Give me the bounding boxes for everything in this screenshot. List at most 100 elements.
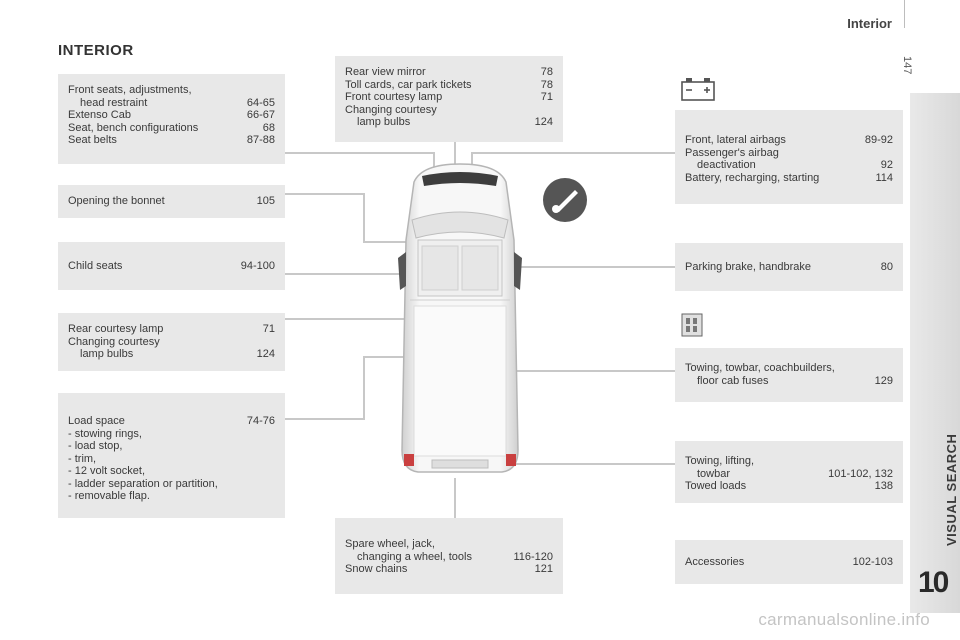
header-divider <box>904 0 905 28</box>
van-top-view <box>398 163 522 473</box>
entry-label: Load space <box>68 415 125 427</box>
entry-label: head restraint <box>80 96 148 109</box>
entry-row: Passenger's airbag <box>685 147 893 160</box>
entry-label: Seat, bench configurations <box>68 121 199 134</box>
entry-label: Rear view mirror <box>345 66 426 78</box>
front-seats-box: Front seats, adjustments,head restraint 6… <box>58 74 285 164</box>
entry-label: Accessories <box>685 556 745 568</box>
page-number: 147 <box>901 56 913 75</box>
entry-page: 71 <box>262 323 275 335</box>
section-title: INTERIOR <box>58 42 134 59</box>
entry-page <box>887 455 893 468</box>
entry-label: Snow chains <box>345 563 408 575</box>
entry-row: Battery, recharging, starting 114 <box>685 172 893 185</box>
entry-page <box>887 362 893 375</box>
entry-row: Changing courtesy <box>345 104 553 117</box>
entry-page <box>547 104 553 117</box>
entry-label: lamp bulbs <box>357 116 411 128</box>
entry-page: 114 <box>875 171 893 184</box>
entry-page: 101-102, 132 <box>828 467 893 480</box>
entry-row: Seat, bench configurations 68 <box>68 122 275 135</box>
entry-page: 102-103 <box>852 556 893 568</box>
entry-row: - load stop, <box>68 440 275 453</box>
entry-row: - 12 volt socket, <box>68 465 275 478</box>
entry-page: 87-88 <box>246 134 275 146</box>
entry-label: Opening the bonnet <box>68 195 165 207</box>
bonnet-box: Opening the bonnet 105 <box>58 185 285 218</box>
entry-label: Parking brake, handbrake <box>685 261 811 273</box>
handbrake-icon <box>543 178 587 222</box>
entry-row: Seat belts 87-88 <box>68 134 275 147</box>
entry-row: head restraint 64-65 <box>68 97 275 110</box>
entry-label: Towing, towbar, coachbuilders, <box>685 362 835 374</box>
entry-page <box>269 453 275 466</box>
entry-row: Child seats 94-100 <box>68 260 275 273</box>
entry-row: Front, lateral airbags 89-92 <box>685 134 893 147</box>
entry-page: 124 <box>256 348 275 360</box>
fuse-box-icon <box>681 313 703 337</box>
entry-page <box>547 538 553 551</box>
entry-page: 138 <box>874 480 893 492</box>
entry-label: Passenger's airbag <box>685 146 779 159</box>
entry-row: Snow chains 121 <box>345 563 553 576</box>
entry-page: 105 <box>256 195 275 207</box>
entry-page: 78 <box>540 66 553 78</box>
entry-label: Front courtesy lamp <box>345 91 443 103</box>
chapter-number: 10 <box>918 566 949 599</box>
entry-row: Rear view mirror 78 <box>345 66 553 79</box>
entry-label: Spare wheel, jack, <box>345 538 435 550</box>
entry-label: Changing courtesy <box>345 103 437 116</box>
battery-icon <box>681 78 715 101</box>
entry-label: - load stop, <box>68 440 123 452</box>
entry-label: Child seats <box>68 260 123 272</box>
entry-label: - ladder separation or partition, <box>68 477 218 490</box>
entry-row: Towing, lifting, <box>685 455 893 468</box>
entry-label: - removable flap. <box>68 490 150 502</box>
entry-row: Accessories 102-103 <box>685 556 893 569</box>
entry-row: - removable flap. <box>68 490 275 503</box>
entry-page <box>269 84 275 97</box>
entry-label: Changing courtesy <box>68 335 160 348</box>
entry-page <box>269 465 275 478</box>
entry-page: 89-92 <box>864 134 893 146</box>
entry-page: 68 <box>262 121 275 134</box>
entry-label: Seat belts <box>68 134 117 146</box>
entry-label: - trim, <box>68 452 97 465</box>
entry-row: Opening the bonnet 105 <box>68 195 275 208</box>
entry-label: floor cab fuses <box>697 374 769 387</box>
entry-label: - 12 volt socket, <box>68 465 146 477</box>
entry-label: Battery, recharging, starting <box>685 171 820 184</box>
entry-label: Towing, lifting, <box>685 455 755 467</box>
entry-page: 92 <box>880 159 893 171</box>
entry-label: changing a wheel, tools <box>357 550 472 563</box>
entry-row: Front seats, adjustments, <box>68 84 275 97</box>
entry-row: - trim, <box>68 453 275 466</box>
entry-row: Spare wheel, jack, <box>345 538 553 551</box>
entry-page: 94-100 <box>240 260 275 272</box>
entry-page: 129 <box>874 374 893 387</box>
entry-row: Towing, towbar, coachbuilders, <box>685 362 893 375</box>
entry-page <box>269 478 275 491</box>
spare-wheel-box: Spare wheel, jack,changing a wheel, tool… <box>335 518 563 594</box>
entry-label: Front seats, adjustments, <box>68 84 192 96</box>
entry-page <box>269 428 275 441</box>
child-seats-box: Child seats 94-100 <box>58 242 285 290</box>
sidebar-label: VISUAL SEARCH <box>944 433 959 546</box>
entry-label: deactivation <box>697 159 756 171</box>
entry-row: - ladder separation or partition, <box>68 478 275 491</box>
entry-page: 64-65 <box>246 96 275 109</box>
entry-label: Front, lateral airbags <box>685 134 786 146</box>
entry-page: 121 <box>534 563 553 575</box>
